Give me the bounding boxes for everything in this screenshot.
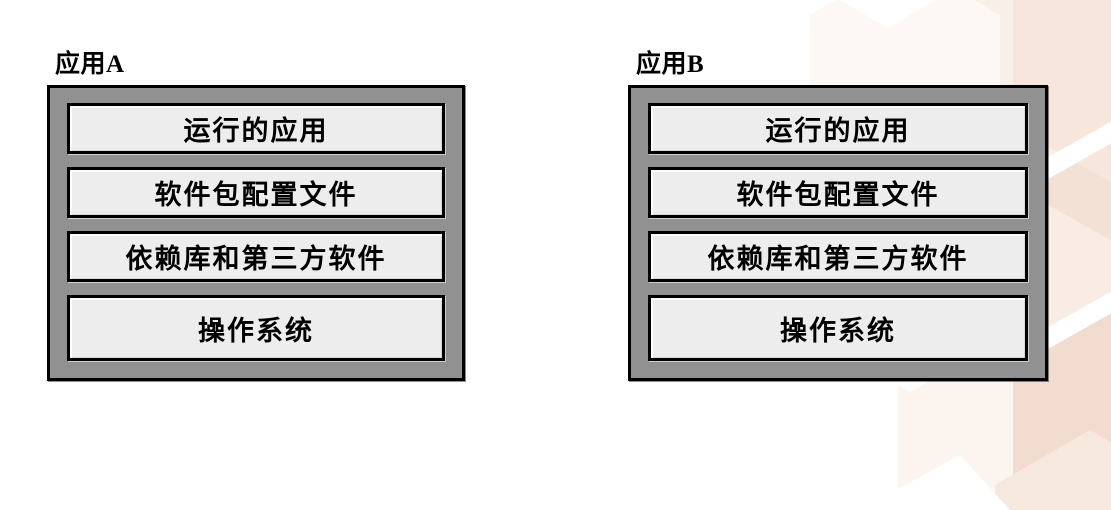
layer-dependencies-a: 依赖库和第三方软件 [67, 231, 445, 282]
layer-package-config-a: 软件包配置文件 [67, 167, 445, 218]
layer-dependencies-b: 依赖库和第三方软件 [648, 231, 1028, 282]
stack-group-app-a: 应用A 运行的应用 软件包配置文件 依赖库和第三方软件 操作系统 [47, 50, 465, 381]
layer-running-app-b: 运行的应用 [648, 103, 1028, 154]
layer-package-config-b: 软件包配置文件 [648, 167, 1028, 218]
stack-container-app-a: 运行的应用 软件包配置文件 依赖库和第三方软件 操作系统 [47, 85, 465, 381]
layer-running-app-a: 运行的应用 [67, 103, 445, 154]
stack-group-app-b: 应用B 运行的应用 软件包配置文件 依赖库和第三方软件 操作系统 [628, 50, 1048, 381]
layer-operating-system-b: 操作系统 [648, 295, 1028, 361]
stack-title-app-b: 应用B [636, 51, 705, 78]
stack-container-app-b: 运行的应用 软件包配置文件 依赖库和第三方软件 操作系统 [628, 85, 1048, 381]
stack-title-app-a: 应用A [55, 51, 125, 78]
layer-operating-system-a: 操作系统 [67, 295, 445, 361]
